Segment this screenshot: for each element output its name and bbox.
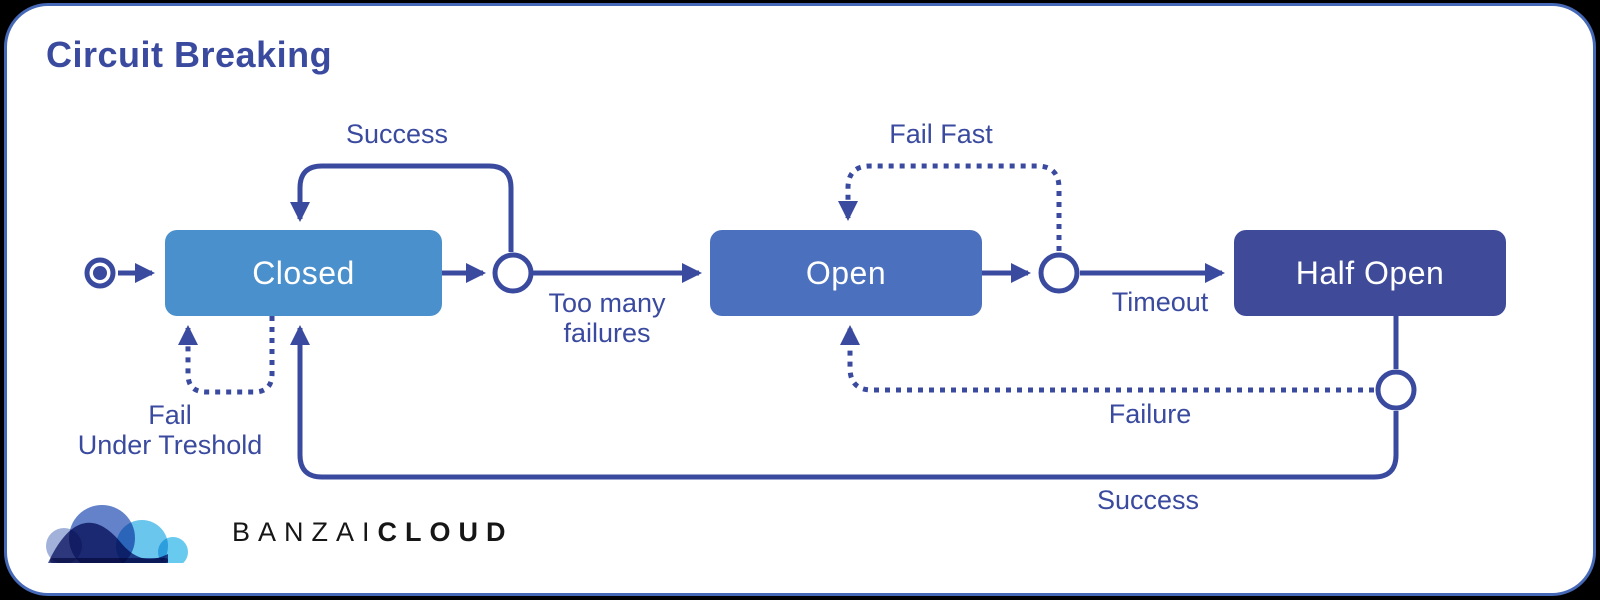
state-half-open: Half Open <box>1234 230 1506 316</box>
page-title: Circuit Breaking <box>46 34 333 75</box>
state-open: Open <box>710 230 982 316</box>
state-open-label: Open <box>805 254 887 291</box>
label-fail-under-treshold: Fail Under Treshold <box>78 400 263 460</box>
label-failure: Failure <box>1108 399 1192 429</box>
label-too-many-failures-line1: Too many <box>548 288 666 318</box>
start-node-dot <box>93 266 107 280</box>
edge-failure <box>840 325 1374 393</box>
label-fail-under-treshold-line2: Under Treshold <box>77 430 263 460</box>
label-fail-under-treshold-line1: Fail <box>148 400 192 430</box>
banzai-cloud-logo: BANZAICLOUD <box>40 496 514 568</box>
label-fail-fast: Fail Fast <box>889 119 993 149</box>
edge-fail-under-treshold <box>178 316 275 395</box>
label-too-many-failures-line2: failures <box>563 318 651 348</box>
banzai-cloud-wordmark: BANZAICLOUD <box>232 517 514 548</box>
junction-node-3 <box>1375 369 1417 411</box>
state-closed-label: Closed <box>252 254 355 291</box>
label-too-many-failures: Too many failures <box>548 288 665 348</box>
edge-success-bottom <box>290 325 1399 480</box>
brand-bold: CLOUD <box>377 516 514 547</box>
label-timeout: Timeout <box>1111 287 1209 317</box>
junction-node-2 <box>1038 252 1080 294</box>
banzai-cloud-logo-icon <box>46 505 188 563</box>
edge-success-top <box>290 163 514 252</box>
state-closed: Closed <box>165 230 442 316</box>
label-success-top: Success <box>345 119 449 149</box>
junction-node-1 <box>492 252 534 294</box>
state-half-open-label: Half Open <box>1295 254 1445 291</box>
label-success-bottom: Success <box>1096 485 1200 515</box>
brand-thin: BANZAI <box>232 516 378 547</box>
